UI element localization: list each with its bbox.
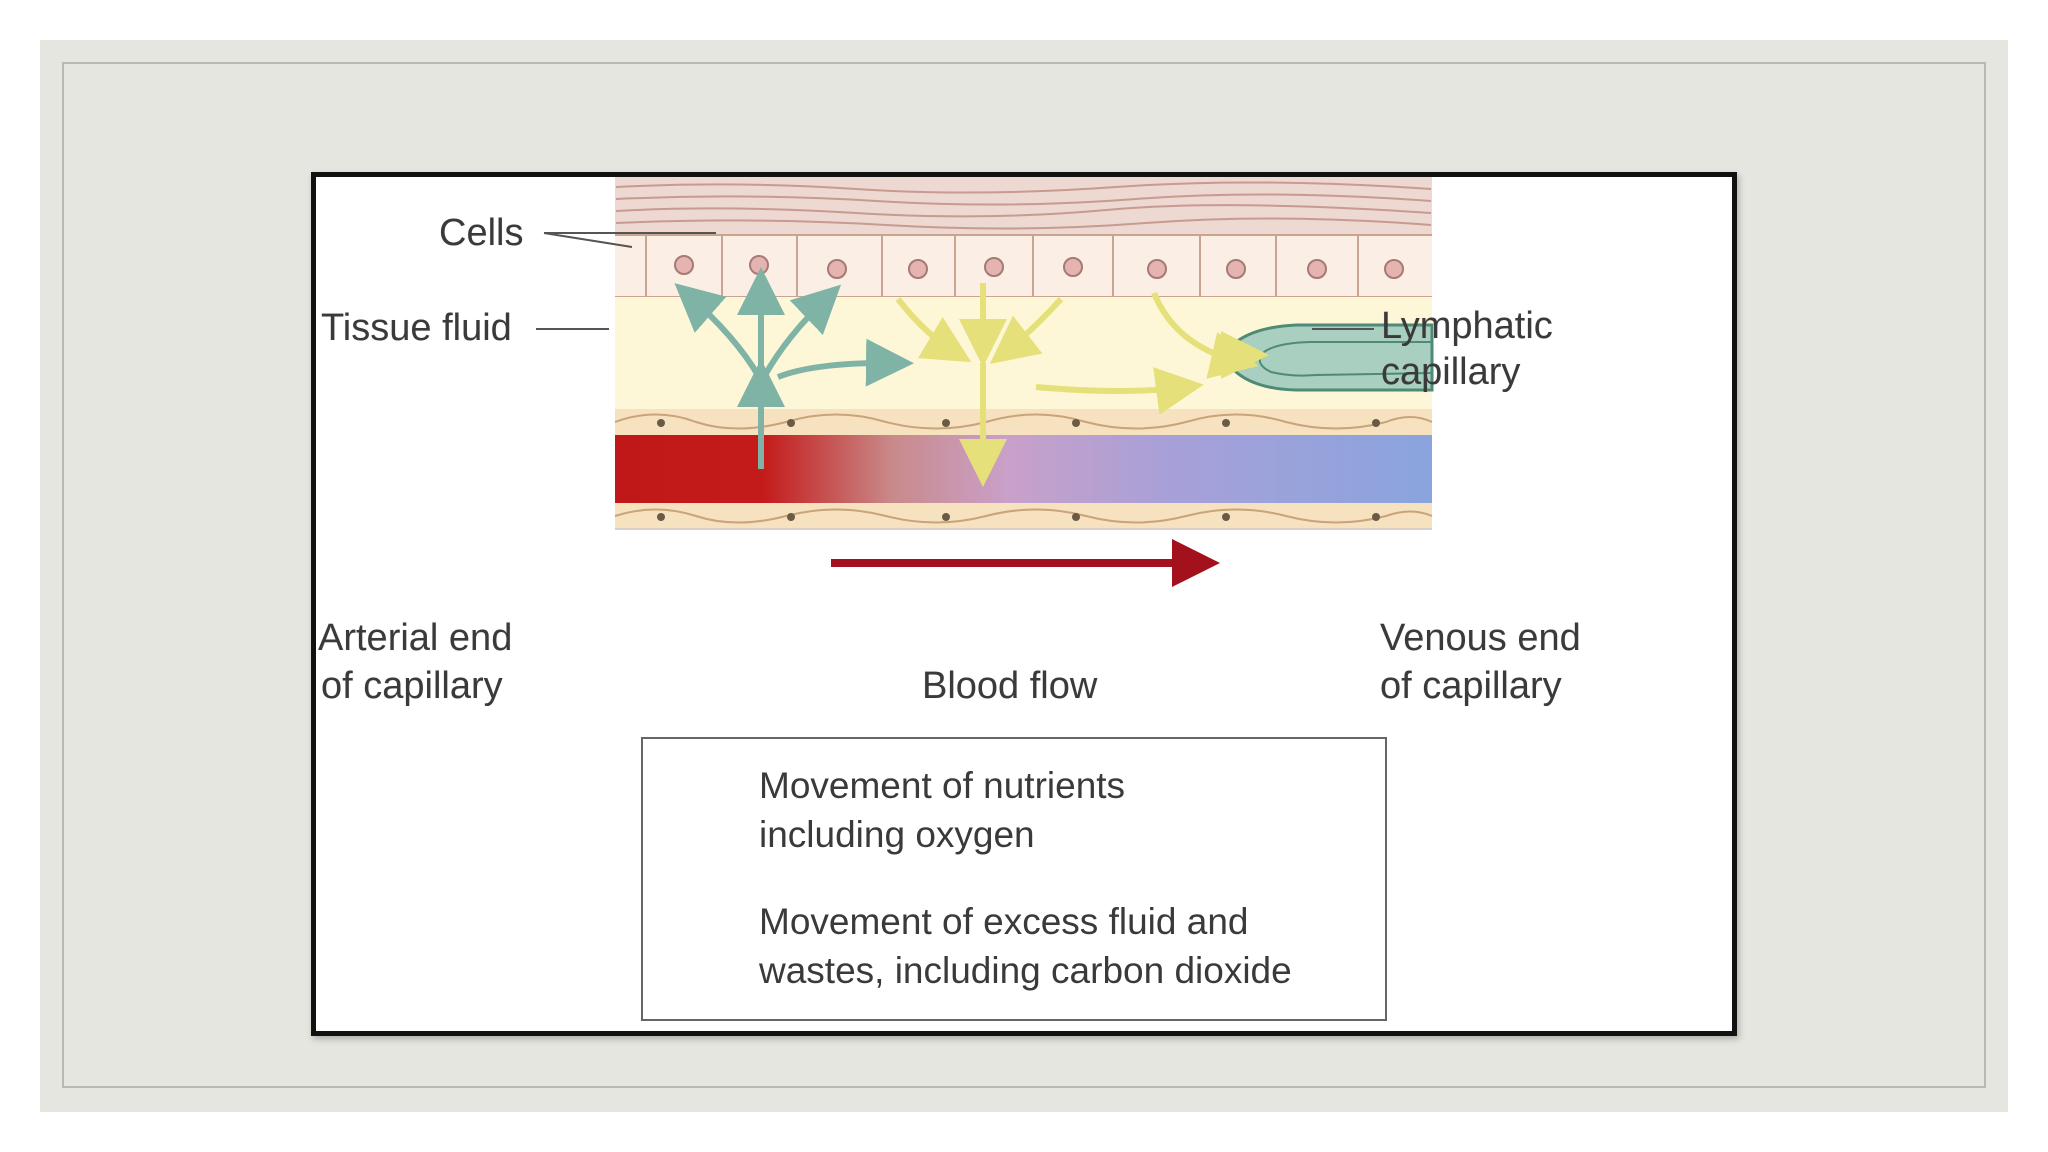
slide-frame — [62, 62, 1986, 1088]
waste-arrows — [895, 283, 1269, 487]
leader-lines — [536, 232, 1374, 330]
legend-wastes-line2: wastes, including carbon dioxide — [759, 950, 1292, 991]
tissue-cells — [615, 234, 1432, 298]
capillary-wall-lower — [614, 503, 1433, 530]
blood-capillary-lumen — [615, 435, 1432, 503]
capillary-wall-upper — [614, 409, 1433, 435]
label-cells: Cells — [439, 212, 524, 254]
label-venous-line1: Venous end — [1380, 617, 1581, 659]
label-lymphatic-line1: Lymphatic — [1381, 305, 1553, 347]
nutrient-arrows — [674, 267, 914, 469]
label-lymphatic-line2: capillary — [1381, 351, 1521, 393]
label-blood-flow: Blood flow — [922, 665, 1098, 707]
connective-tissue — [615, 177, 1432, 235]
legend-box: Movement of nutrients including oxygen M… — [641, 737, 1387, 1021]
legend-wastes-line1: Movement of excess fluid and — [759, 901, 1249, 942]
label-venous-line2: of capillary — [1380, 665, 1562, 707]
label-tissue-fluid: Tissue fluid — [321, 307, 512, 349]
legend-nutrients-line2: including oxygen — [759, 814, 1035, 855]
label-arterial-line2: of capillary — [321, 665, 503, 707]
label-arterial-line1: Arterial end — [318, 617, 513, 659]
capillary-diagram — [536, 177, 1434, 904]
legend-nutrients-line1: Movement of nutrients — [759, 765, 1126, 806]
figure-box: Cells Tissue fluid Lymphatic capillary A… — [311, 172, 1737, 1036]
